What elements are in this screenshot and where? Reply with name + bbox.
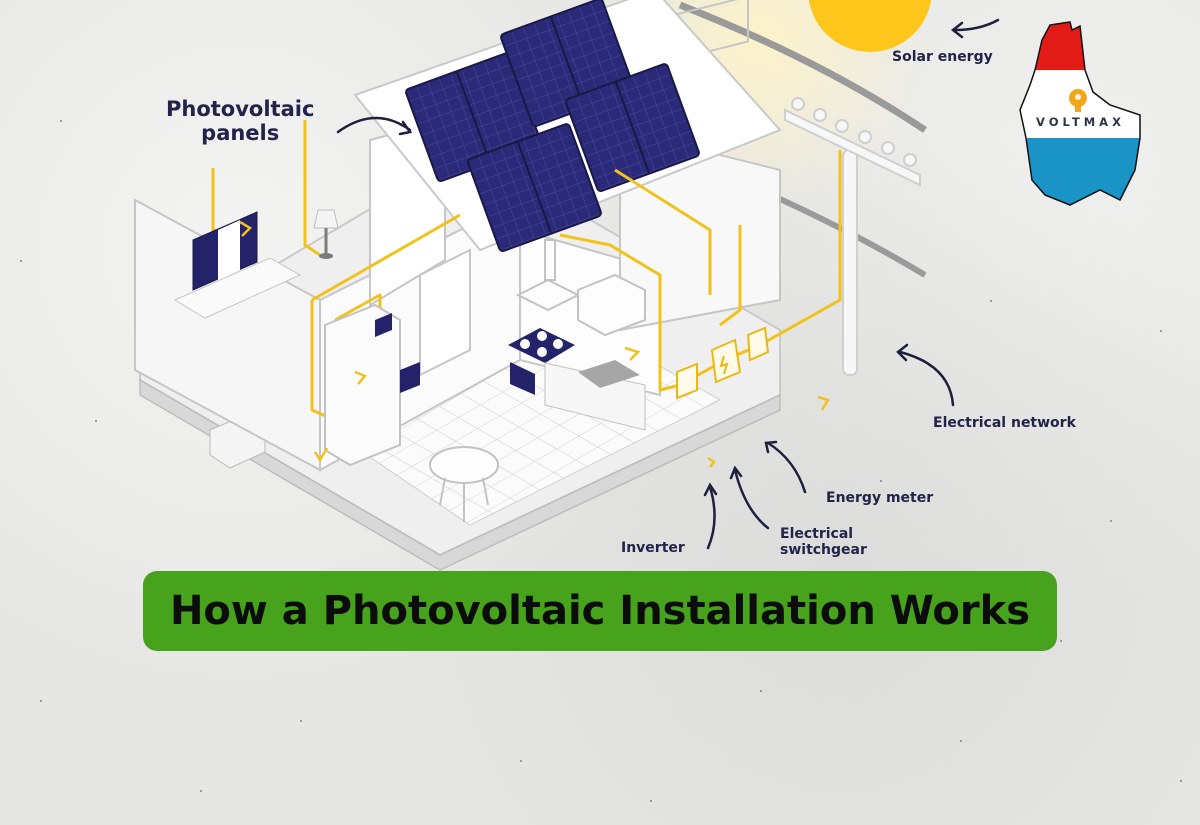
label-line: switchgear bbox=[780, 542, 867, 559]
lamp-icon bbox=[313, 209, 339, 259]
voltmax-logo bbox=[1019, 21, 1141, 206]
label-inverter: Inverter bbox=[621, 540, 685, 556]
annotation-arrows bbox=[336, 18, 1000, 550]
switchgear-box bbox=[710, 338, 742, 384]
sun-icon bbox=[808, 0, 932, 52]
label-photovoltaic-panels: Photovoltaic panels bbox=[166, 97, 314, 145]
title-banner: How a Photovoltaic Installation Works bbox=[143, 571, 1057, 651]
energy-meter-box bbox=[746, 326, 770, 362]
page-title: How a Photovoltaic Installation Works bbox=[169, 588, 1031, 634]
label-line: Photovoltaic bbox=[166, 97, 315, 121]
label-solar-energy: Solar energy bbox=[892, 49, 993, 65]
range-hood bbox=[515, 239, 646, 337]
table-icon bbox=[429, 446, 499, 522]
label-line: Electrical bbox=[780, 526, 854, 542]
stove-icon bbox=[508, 328, 646, 431]
fridge-icon bbox=[324, 303, 420, 467]
electrical-boxes bbox=[676, 326, 770, 400]
meter-arrow bbox=[766, 441, 807, 494]
flow-arrows bbox=[239, 220, 830, 468]
solar-panel bbox=[565, 63, 700, 192]
solar-panel bbox=[467, 123, 602, 252]
switchgear-arrow bbox=[733, 468, 770, 530]
inverter-box bbox=[676, 362, 698, 400]
house-walls bbox=[134, 0, 781, 472]
solar-panels bbox=[405, 0, 700, 252]
label-electrical-switchgear: Electrical switchgear bbox=[780, 526, 867, 558]
solar-arrow bbox=[953, 18, 1000, 32]
power-line bbox=[678, 1, 927, 133]
label-line: panels bbox=[201, 121, 280, 146]
tv-icon bbox=[173, 211, 302, 319]
pv-arrow bbox=[336, 116, 412, 134]
logo-brand: VOLTMAX bbox=[1036, 115, 1125, 129]
inverter-arrow bbox=[706, 485, 716, 550]
label-electrical-network: Electrical network bbox=[933, 415, 1076, 431]
utility-pole bbox=[784, 97, 921, 376]
network-arrow bbox=[898, 350, 955, 407]
label-energy-meter: Energy meter bbox=[826, 490, 934, 506]
